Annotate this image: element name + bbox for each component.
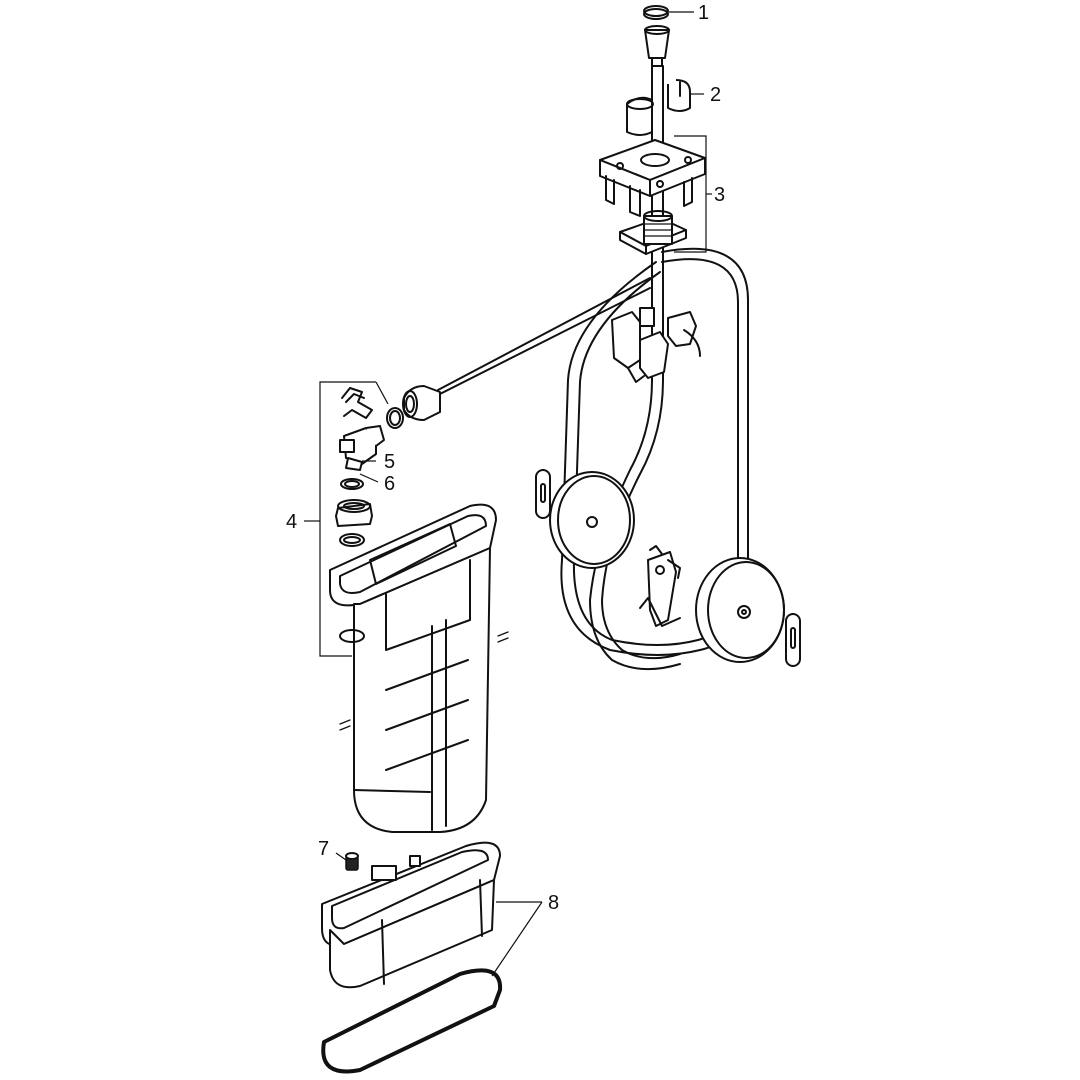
part-2-guide-clip — [626, 79, 691, 136]
callout-3: 3 — [714, 184, 725, 206]
horizontal-hose — [431, 277, 651, 399]
shower-hose-connector — [644, 25, 670, 67]
part-8-mounting-box — [321, 841, 501, 989]
o-ring-lower — [339, 533, 365, 547]
callout-1: 1 — [698, 2, 709, 24]
callout-8: 8 — [548, 892, 559, 914]
hose-guide-fittings — [611, 307, 701, 383]
guide-slot-left — [535, 469, 551, 519]
hose-nut-connector — [402, 385, 441, 421]
small-wheel — [549, 471, 635, 569]
o-ring-upper — [386, 407, 404, 429]
part-6-o-ring — [340, 478, 364, 490]
part-1-seal-ring — [643, 5, 669, 20]
hose-loop — [560, 247, 749, 671]
callout-6: 6 — [384, 473, 395, 495]
retaining-spring-clip — [341, 387, 373, 419]
callout-labels: 1 2 3 4 5 6 7 8 — [286, 2, 725, 914]
part-3-threaded-sleeve — [619, 210, 687, 255]
union-nut — [335, 499, 373, 527]
part-8-gasket — [321, 968, 503, 1074]
hose-weight-clamp — [639, 545, 681, 627]
part-7-cap — [345, 852, 359, 871]
hose-guide-housing — [329, 503, 509, 833]
callout-4: 4 — [286, 511, 297, 533]
callout-5: 5 — [384, 451, 395, 473]
part-3-mounting-plate — [599, 139, 706, 217]
part-5-elbow-fitting — [339, 425, 385, 471]
callout-2: 2 — [710, 84, 721, 106]
guide-slot-right — [785, 613, 801, 667]
leader-lines — [304, 11, 712, 977]
callout-7: 7 — [318, 838, 329, 860]
large-wheel — [695, 557, 785, 663]
